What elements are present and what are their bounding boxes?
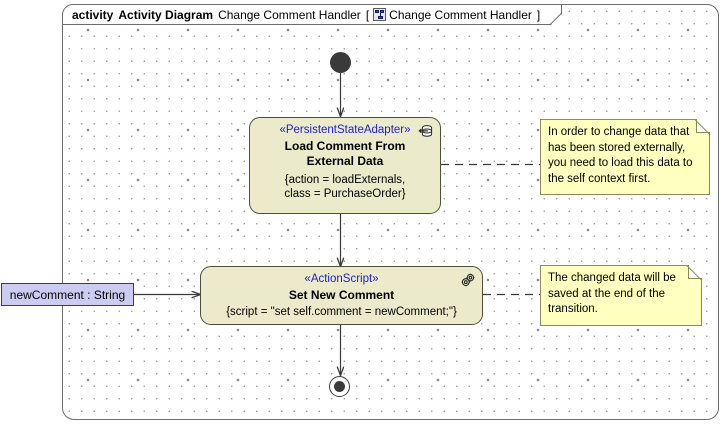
action-node-set-new-comment[interactable]: «ActionScript» Set New Comment {script =… bbox=[200, 266, 483, 325]
action-node-title-line2: External Data bbox=[306, 154, 384, 168]
frame-context-name: Change Comment Handler bbox=[389, 7, 532, 22]
class-diagram-icon bbox=[373, 8, 387, 21]
stereotype-label: «ActionScript» bbox=[304, 273, 379, 285]
frame-keyword: activity bbox=[72, 7, 114, 22]
action-node-title-line1: Load Comment From bbox=[284, 139, 406, 153]
note-text-line2: has been stored externally, bbox=[548, 141, 686, 154]
parameter-label: newComment : String bbox=[9, 287, 126, 302]
action-node-load-comment[interactable]: «PersistentStateAdapter» Load Comment Fr… bbox=[249, 117, 441, 214]
stereotype-label: «PersistentStateAdapter» bbox=[279, 124, 411, 136]
note-text-line3: transition. bbox=[548, 303, 598, 315]
frame-diagram-type: Activity Diagram bbox=[118, 7, 214, 22]
action-node-title: Set New Comment bbox=[288, 288, 395, 302]
frame-bracket-open: [ bbox=[365, 7, 370, 22]
note-text-line3: you need to load this data to bbox=[548, 157, 693, 169]
activity-parameter-node[interactable]: newComment : String bbox=[1, 283, 134, 306]
action-node-body: {script = "set self.comment = newComment… bbox=[226, 306, 457, 318]
action-node-body-line1: {action = loadExternals, bbox=[284, 174, 406, 186]
note-text-line2: saved at the end of the bbox=[548, 287, 666, 300]
frame-diagram-name: Change Comment Handler bbox=[218, 7, 361, 22]
final-node-inner bbox=[333, 380, 345, 392]
persistent-state-adapter-icon bbox=[418, 125, 433, 137]
note-set-new-comment[interactable]: The changed data will be saved at the en… bbox=[540, 265, 702, 326]
action-node-body-line2: class = PurchaseOrder} bbox=[284, 188, 406, 200]
note-text-line4: the self context first. bbox=[548, 172, 651, 185]
activity-final-node[interactable] bbox=[329, 376, 350, 397]
initial-node[interactable] bbox=[330, 52, 351, 73]
frame-header-tab: activity Activity Diagram Change Comment… bbox=[62, 4, 562, 25]
action-script-gears-icon bbox=[461, 273, 475, 287]
note-text-line1: The changed data will be bbox=[548, 272, 676, 284]
note-text-line1: In order to change data that bbox=[548, 126, 690, 138]
note-load-comment[interactable]: In order to change data that has been st… bbox=[540, 119, 710, 195]
frame-bracket-close: ] bbox=[536, 7, 541, 22]
